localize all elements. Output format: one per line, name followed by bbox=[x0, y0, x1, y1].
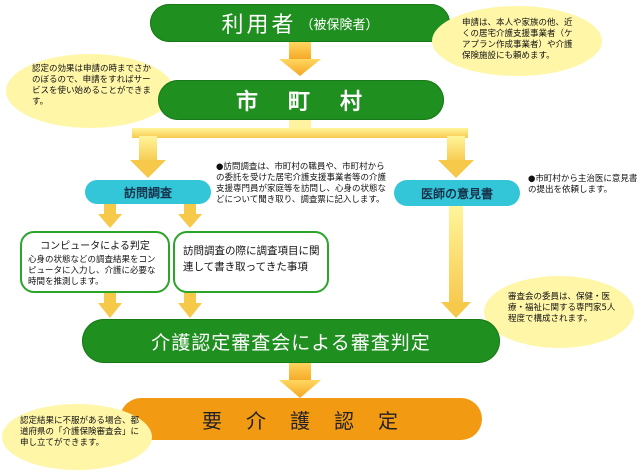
care-certification-label: 要 介 護 認 定 bbox=[202, 408, 400, 433]
user-subtitle: （被保険者） bbox=[300, 17, 379, 33]
note-application-proxy: 申請は、本人や家族の他、近くの居宅介護支援事業者（ケアプラン作成事業者）や介護保… bbox=[432, 6, 602, 76]
note-visit-survey: ●訪問調査は、市町村の職員や、市町村からの委託を受けた居宅介護支援事業者等の介護… bbox=[216, 162, 387, 205]
computer-judgment-box: コンピュータによる判定 心身の状態などの調査結果をコンピュータに入力し、介護に必… bbox=[20, 231, 170, 293]
municipality-label: 市 町 村 bbox=[235, 90, 366, 115]
visit-survey-node: 訪問調査 bbox=[85, 180, 211, 204]
doctor-to-review-arrow bbox=[441, 206, 471, 318]
boxes-to-review-arrows bbox=[98, 292, 202, 318]
note-committee-members: 審査会の委員は、保健・医療・福祉に関する専門家5人程度で構成されます。 bbox=[484, 276, 634, 348]
note-effect-retroactive: 認定の効果は申請の時までさかのぼるので、申請をすればサービスを使い始めることがで… bbox=[6, 54, 174, 128]
note-appeal: 認定結果に不服がある場合、都道府県の「介護保険審査会」に申し立てができます。 bbox=[2, 404, 152, 470]
branch-connector bbox=[130, 118, 474, 178]
computer-judgment-desc: 心身の状態などの調査結果をコンピュータに入力し、介護に必要な時間を推測します。 bbox=[28, 255, 156, 287]
user-title: 利用者 bbox=[221, 13, 297, 38]
interview-notes-desc: 訪問調査の際に調査項目に関連して書き取ってきた事項 bbox=[183, 245, 320, 273]
interview-notes-box: 訪問調査の際に調査項目に関連して書き取ってきた事項 bbox=[173, 231, 329, 293]
note-doctor-opinion: ●市町村から主治医に意見書の提出を依頼します。 bbox=[528, 174, 638, 195]
doctor-opinion-label: 医師の意見書 bbox=[420, 186, 493, 201]
review-to-final-arrow bbox=[279, 362, 321, 398]
doctor-opinion-node: 医師の意見書 bbox=[394, 180, 520, 206]
certification-review-label: 介護認定審査会による審査判定 bbox=[151, 331, 431, 354]
certification-review-node: 介護認定審査会による審査判定 bbox=[82, 319, 500, 363]
visit-down-arrows bbox=[98, 204, 202, 228]
user-node: 利用者 （被保険者） bbox=[150, 4, 450, 42]
computer-judgment-title: コンピュータによる判定 bbox=[40, 241, 150, 252]
arrow-user-to-municipality bbox=[279, 42, 321, 76]
visit-survey-label: 訪問調査 bbox=[123, 185, 172, 200]
care-certification-node: 要 介 護 認 定 bbox=[120, 398, 482, 440]
municipality-node: 市 町 村 bbox=[158, 80, 444, 120]
